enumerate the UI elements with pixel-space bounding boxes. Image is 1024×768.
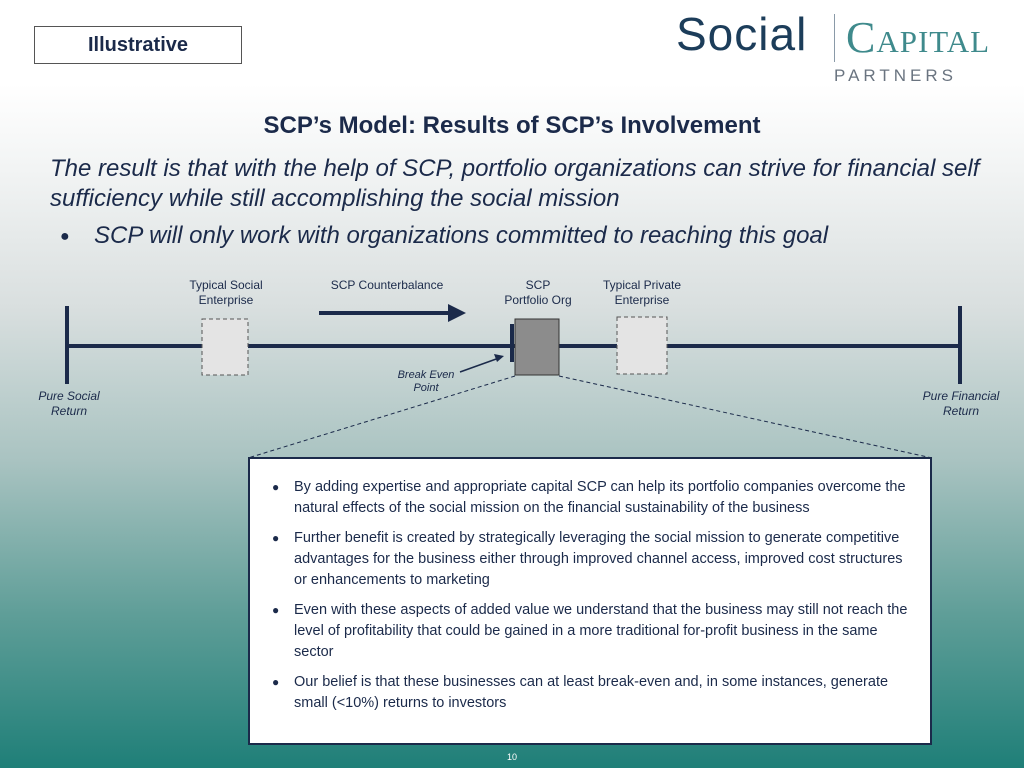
logo-capital-text: Capital bbox=[846, 13, 991, 62]
logo-social-text: Social bbox=[676, 8, 808, 60]
bullet-dot-icon: ● bbox=[272, 480, 280, 494]
bullet-dot-icon: ● bbox=[272, 531, 280, 545]
slide-title: SCP’s Model: Results of SCP’s Involvemen… bbox=[263, 112, 761, 139]
list-item-text: By adding expertise and appropriate capi… bbox=[294, 479, 906, 516]
break-even-pointer-head bbox=[494, 354, 504, 362]
scp-portfolio-marker bbox=[514, 318, 560, 376]
typical-social-label-line1: Typical Social bbox=[189, 278, 263, 292]
bullet-dot-icon: ● bbox=[272, 603, 280, 617]
lead-text: The result is that with the help of SCP,… bbox=[50, 155, 980, 212]
details-box: ● By adding expertise and appropriate cap… bbox=[248, 457, 932, 745]
bullet-dot-icon: ● bbox=[60, 227, 70, 245]
scp-portfolio-label-line2: Portfolio Org bbox=[504, 293, 572, 307]
page-number: 10 bbox=[506, 752, 517, 762]
list-item-text: Our belief is that these businesses can … bbox=[294, 674, 889, 711]
list-item: ● Even with these aspects of added value … bbox=[272, 600, 912, 663]
illustrative-badge: Illustrative bbox=[34, 26, 242, 64]
typical-private-label-line2: Enterprise bbox=[614, 293, 670, 307]
list-item: ● Our belief is that these businesses can… bbox=[272, 672, 912, 714]
list-item-text: Even with these aspects of added value w… bbox=[294, 602, 908, 660]
break-even-label-line2: Point bbox=[413, 382, 439, 394]
list-item-text: Further benefit is created by strategica… bbox=[294, 530, 903, 588]
pure-social-label-line1: Pure Social bbox=[38, 389, 100, 403]
list-item: ● Further benefit is created by strategic… bbox=[272, 528, 912, 591]
sub-bullet-text: SCP will only work with organizations co… bbox=[94, 222, 829, 249]
typical-social-label-line2: Enterprise bbox=[198, 293, 254, 307]
pure-social-label: Pure Social Return bbox=[22, 389, 116, 419]
logo-divider bbox=[834, 14, 835, 62]
scp-portfolio-label: SCP Portfolio Org bbox=[492, 278, 584, 308]
break-even-label: Break Even Point bbox=[390, 369, 462, 395]
details-list: ● By adding expertise and appropriate cap… bbox=[272, 477, 912, 714]
pure-financial-label-line1: Pure Financial bbox=[922, 389, 1000, 403]
typical-social-label: Typical Social Enterprise bbox=[170, 278, 282, 308]
counterbalance-label: SCP Counterbalance bbox=[330, 278, 444, 292]
pure-financial-label-line2: Return bbox=[942, 404, 980, 418]
break-even-pointer bbox=[459, 357, 500, 373]
pure-social-label-line2: Return bbox=[50, 404, 88, 418]
zoom-line-left bbox=[247, 375, 516, 459]
pure-financial-label: Pure Financial Return bbox=[906, 389, 1016, 419]
list-item: ● By adding expertise and appropriate cap… bbox=[272, 477, 912, 519]
break-even-label-line1: Break Even bbox=[397, 369, 455, 381]
bullet-dot-icon: ● bbox=[272, 675, 280, 689]
counterbalance-arrowhead bbox=[448, 304, 466, 322]
sub-bullet: ● SCP will only work with organizations c… bbox=[60, 222, 828, 250]
scp-portfolio-label-line1: SCP bbox=[525, 278, 551, 292]
typical-private-marker bbox=[616, 316, 668, 375]
typical-social-marker bbox=[201, 318, 249, 376]
logo-partners-text: PARTNERS bbox=[834, 66, 958, 85]
zoom-line-right bbox=[558, 375, 933, 459]
typical-private-label-line1: Typical Private bbox=[602, 278, 682, 292]
typical-private-label: Typical Private Enterprise bbox=[590, 278, 694, 308]
